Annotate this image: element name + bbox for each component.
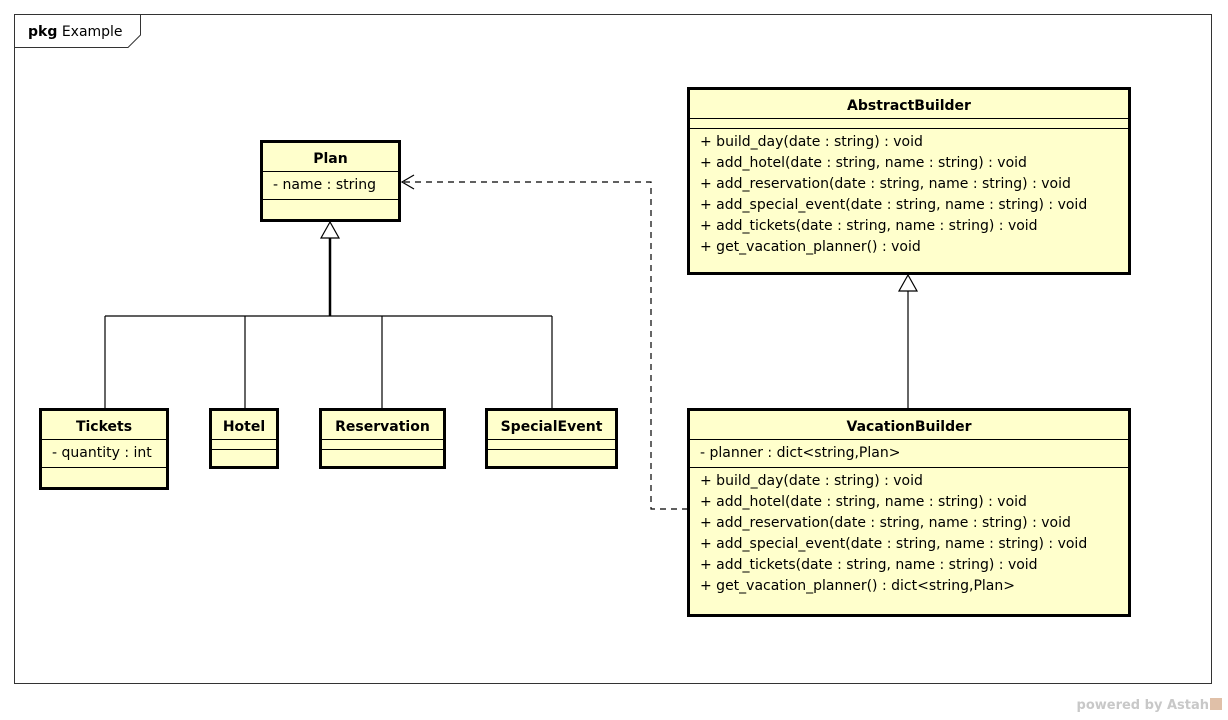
operations-compartment: + build_day(date : string) : void + add_… xyxy=(690,467,1128,600)
class-special-event[interactable]: SpecialEvent xyxy=(485,408,618,469)
astah-logo-icon xyxy=(1210,698,1222,710)
class-abstract-builder[interactable]: AbstractBuilder + build_day(date : strin… xyxy=(687,87,1131,275)
attribute: - name : string xyxy=(273,177,377,193)
attributes-compartment: - quantity : int xyxy=(42,439,166,467)
operations-compartment xyxy=(263,199,398,209)
class-vacation-builder[interactable]: VacationBuilder - planner : dict<string,… xyxy=(687,408,1131,617)
operations-compartment: + build_day(date : string) : void + add_… xyxy=(690,128,1128,261)
attributes-compartment xyxy=(488,439,615,449)
operation: + add_hotel(date : string, name : string… xyxy=(700,155,1027,171)
attributes-compartment xyxy=(322,439,443,449)
class-name: SpecialEvent xyxy=(500,419,603,435)
class-name: AbstractBuilder xyxy=(847,98,971,114)
class-name: Tickets xyxy=(75,419,133,435)
package-keyword: pkg xyxy=(28,24,58,40)
class-plan[interactable]: Plan - name : string xyxy=(260,140,401,222)
operations-compartment xyxy=(212,449,276,459)
package-tab xyxy=(14,14,141,48)
class-reservation[interactable]: Reservation xyxy=(319,408,446,469)
operation: + add_hotel(date : string, name : string… xyxy=(700,494,1027,510)
operation: + build_day(date : string) : void xyxy=(700,473,923,489)
class-name: Plan xyxy=(313,151,348,167)
class-tickets[interactable]: Tickets - quantity : int xyxy=(39,408,169,490)
operation: + get_vacation_planner() : dict<string,P… xyxy=(700,578,1015,594)
class-name: Hotel xyxy=(222,419,266,435)
attributes-compartment: - name : string xyxy=(263,171,398,199)
operation: + add_special_event(date : string, name … xyxy=(700,197,1088,213)
dependency-vacationbuilder-plan xyxy=(400,174,688,510)
operations-compartment xyxy=(42,467,166,477)
powered-by-footer: powered by Astah xyxy=(1077,698,1222,714)
attributes-compartment xyxy=(212,439,276,449)
footer-text: powered by Astah xyxy=(1076,698,1209,713)
operation: + add_special_event(date : string, name … xyxy=(700,536,1088,552)
operations-compartment xyxy=(322,449,443,459)
attribute: - planner : dict<string,Plan> xyxy=(700,445,901,461)
class-name: VacationBuilder xyxy=(846,419,972,435)
operation: + add_tickets(date : string, name : stri… xyxy=(700,218,1038,234)
operation: + get_vacation_planner() : void xyxy=(700,239,921,255)
operations-compartment xyxy=(488,449,615,459)
operation: + build_day(date : string) : void xyxy=(700,134,923,150)
class-name: Reservation xyxy=(335,419,430,435)
operation: + add_reservation(date : string, name : … xyxy=(700,515,1071,531)
package-frame xyxy=(14,14,1212,684)
package-name: Example xyxy=(61,24,123,40)
operation: + add_tickets(date : string, name : stri… xyxy=(700,557,1038,573)
attributes-compartment: - planner : dict<string,Plan> xyxy=(690,439,1128,467)
generalization-builder xyxy=(897,273,919,410)
attributes-compartment xyxy=(690,118,1128,128)
package-label: pkg Example xyxy=(28,23,123,41)
attribute: - quantity : int xyxy=(52,445,152,461)
class-hotel[interactable]: Hotel xyxy=(209,408,279,469)
generalization-plan xyxy=(104,220,553,410)
operation: + add_reservation(date : string, name : … xyxy=(700,176,1071,192)
